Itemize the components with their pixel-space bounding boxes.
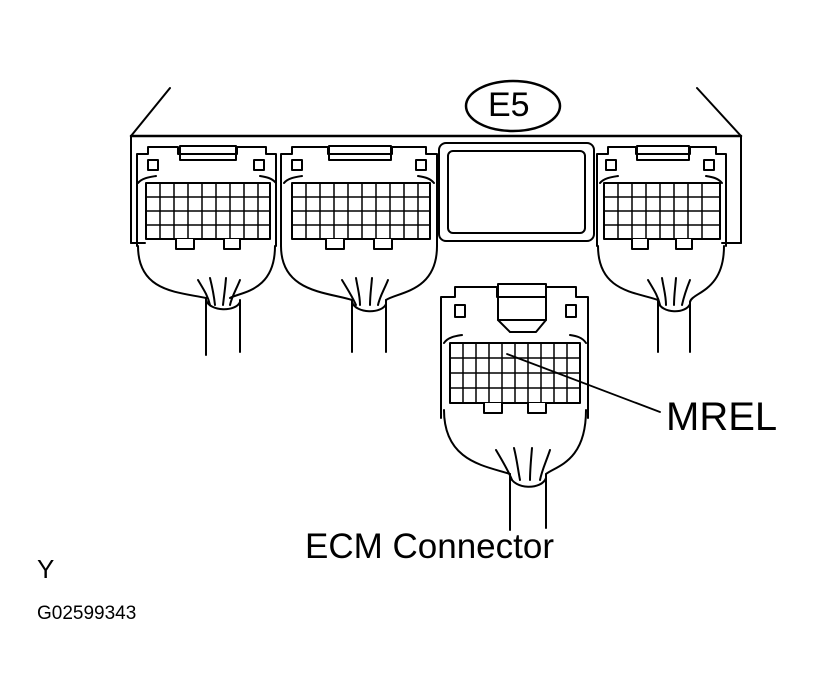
terminal-label: MREL (666, 395, 778, 439)
ecm-housing (129, 87, 743, 244)
connector-right (596, 145, 727, 353)
empty-socket (438, 142, 595, 242)
diagram-caption: ECM Connector (305, 527, 554, 566)
mrel-leader-line (506, 353, 661, 413)
connector-code-label: E5 (488, 86, 530, 124)
connector-lower (440, 283, 589, 531)
connector-middle (280, 145, 438, 353)
figure-id: G02599343 (37, 603, 137, 624)
corner-mark: Y (37, 554, 55, 584)
e5-badge (464, 79, 562, 133)
connector-left (136, 145, 277, 356)
